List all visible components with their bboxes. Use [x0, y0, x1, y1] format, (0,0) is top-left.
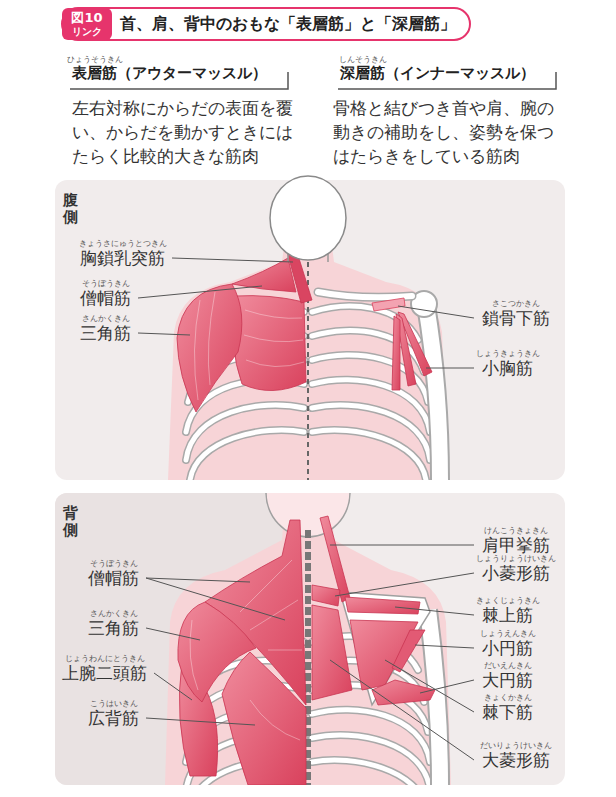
illustration-part: [420, 680, 474, 693]
muscle-name: 棘下筋: [482, 704, 533, 721]
muscle-name: 小菱形筋: [482, 565, 550, 582]
furigana: じょうわんにとうきん: [65, 655, 145, 663]
illustration-part: [392, 630, 425, 672]
furigana: しょうえんきん: [480, 630, 536, 638]
illustration-part: [426, 305, 440, 480]
illustration-part: [246, 360, 304, 367]
view-panel: 腹側: [55, 180, 565, 480]
illustration-part: [318, 292, 412, 297]
furigana: しょうきょうきん: [476, 350, 540, 358]
leader-lines: [138, 258, 474, 368]
illustration-part: [345, 597, 420, 614]
illustration-part: [208, 292, 215, 385]
section-body: 左右対称にからだの表面を覆い、からだを動かすときにはたらく比較的大きな筋肉: [72, 96, 296, 168]
illustration-part: [146, 628, 200, 640]
illustration-part: [385, 660, 474, 712]
muscle-name: 小胸筋: [482, 360, 533, 377]
furigana: そうぼうきん: [82, 280, 130, 288]
furigana: さんかくきん: [90, 610, 138, 618]
furigana: そうぼうきん: [90, 560, 138, 568]
illustration-part: [233, 296, 306, 391]
muscle-name: 大菱形筋: [482, 752, 550, 769]
illustration-part: [426, 305, 440, 480]
furigana: ひょうそうきん: [67, 56, 123, 64]
muscle-name: 大円筋: [482, 672, 533, 689]
furigana: けんこうきょきん: [484, 527, 548, 535]
furigana: さんかくきん: [82, 315, 130, 323]
illustration-part: [250, 600, 298, 630]
illustration-part: [240, 560, 292, 612]
illustration-part: [392, 316, 400, 390]
illustration-part: [426, 368, 474, 369]
section-body: 骨格と結びつき首や肩、腕の動きの補助をし、姿勢を保つはたらきをしている筋肉: [333, 96, 557, 168]
illustration-part: [146, 578, 285, 620]
figure-badge: 図10リンク: [62, 8, 112, 40]
illustration-part: [165, 500, 451, 785]
furigana: しょうりょうけいきん: [476, 555, 556, 563]
illustration-part: [194, 292, 304, 400]
furigana: きょうさにゅうとつきん: [79, 240, 167, 248]
muscle-name: 僧帽筋: [88, 570, 139, 587]
illustration-part: [146, 578, 250, 582]
front-figure: [168, 230, 448, 480]
illustration-part: [146, 718, 255, 725]
panel-label: 腹側: [63, 192, 78, 225]
muscle-name: 小円筋: [482, 640, 533, 657]
muscle-name: 僧帽筋: [80, 290, 131, 307]
illustration-part: [318, 292, 412, 297]
title-text: 首、肩、背中のおもな「表層筋」と「深層筋」: [120, 16, 456, 32]
furigana: だいえんきん: [484, 662, 532, 670]
furigana: だいりょうけいきん: [480, 742, 552, 750]
illustration-part: [194, 300, 200, 400]
muscle-name: 三角筋: [80, 325, 131, 342]
muscle-name: 肩甲挙筋: [482, 537, 550, 554]
link-tag: リンク: [72, 26, 102, 37]
illustration-part: [245, 310, 302, 318]
illustration-part: [330, 545, 474, 546]
illustration-part: [168, 230, 448, 480]
furigana: きょくかきん: [484, 694, 532, 702]
illustration-part: [138, 333, 190, 335]
illustration-part: [244, 335, 303, 342]
furigana: こうはいきん: [90, 700, 138, 708]
illustration-part: [138, 286, 262, 298]
muscle-name: 広背筋: [88, 710, 139, 727]
title-pill: [62, 8, 470, 40]
illustration-part: [415, 645, 474, 648]
muscle-name: 鎖骨下筋: [482, 310, 550, 327]
illustration-part: [190, 620, 198, 690]
illustration-part: [335, 573, 474, 596]
muscle-name: 上腕二頭筋: [62, 665, 147, 682]
illustration-part: [177, 284, 242, 412]
muscle-name: 胸鎖乳突筋: [80, 250, 165, 267]
illustration-part: [250, 700, 300, 740]
muscle-name: 三角筋: [88, 620, 139, 637]
leader-lines: [146, 545, 474, 760]
illustration-part: [395, 607, 474, 615]
illustration-part: [372, 298, 405, 311]
illustration-part: [312, 605, 352, 700]
furigana: さこつかきん: [492, 300, 540, 308]
illustration-part: [398, 306, 474, 318]
illustration-part: [172, 258, 293, 262]
illustration-part: [330, 660, 474, 760]
illustration-part: [178, 602, 256, 702]
head-outline: [270, 176, 346, 260]
furigana: きょくじょうきん: [476, 597, 540, 605]
illustration-part: [190, 560, 302, 740]
back-figure: [55, 493, 451, 785]
furigana: しんそうきん: [339, 56, 387, 64]
section-heading: 深層筋（インナーマッスル）: [340, 66, 535, 81]
muscle-name: 棘上筋: [482, 607, 533, 624]
illustration-part: [154, 673, 192, 700]
illustration-part: [268, 650, 302, 651]
figure-number: 図10: [71, 11, 102, 25]
section-heading: 表層筋（アウターマッスル）: [72, 66, 267, 81]
illustration-part: [232, 258, 296, 292]
panel-label: 背側: [63, 505, 78, 538]
